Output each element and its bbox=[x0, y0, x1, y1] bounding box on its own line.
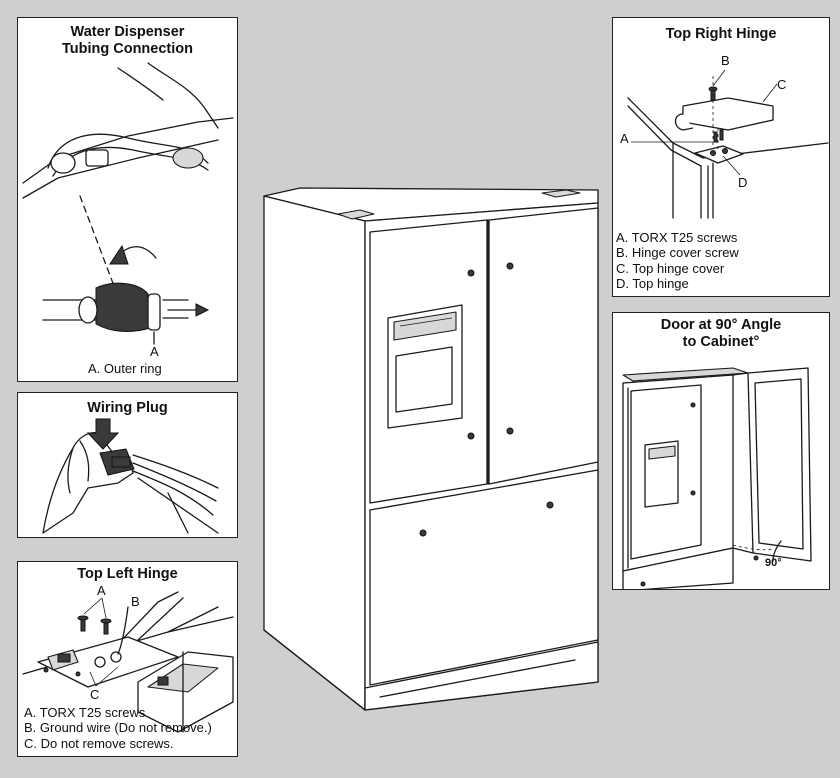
top-right-caption-a: A. TORX T25 screws bbox=[616, 230, 738, 245]
top-right-caption-b: B. Hinge cover screw bbox=[616, 245, 739, 260]
top-left-caption-b: B. Ground wire (Do not remove.) bbox=[24, 720, 212, 735]
top-left-caption-a: A. TORX T25 screws bbox=[24, 705, 146, 720]
arrow-right-icon bbox=[195, 303, 210, 317]
left-hinge-pad bbox=[337, 209, 375, 220]
dashed-guide bbox=[79, 195, 115, 287]
freezer-drawer bbox=[369, 469, 599, 686]
top-left-hinge-title: Top Left Hinge bbox=[77, 566, 178, 582]
door-90-title: Door at 90° Angle to Cabinet° bbox=[660, 317, 782, 350]
water-dispenser-title: Water Dispenser Tubing Connection bbox=[61, 24, 193, 57]
top-left-hinge-panel: Top Left Hinge A B C A. TORX T25 screws … bbox=[17, 561, 238, 757]
label-b: B bbox=[131, 594, 140, 609]
rotation-arrow-icon bbox=[109, 244, 129, 265]
label-a: A bbox=[620, 131, 629, 146]
top-hinge-cover bbox=[682, 97, 774, 131]
top-right-caption-d: D. Top hinge bbox=[616, 276, 689, 291]
door-90-panel: Door at 90° Angle to Cabinet° 90° bbox=[612, 312, 830, 590]
door-screw bbox=[506, 427, 514, 435]
push-arrow-icon bbox=[86, 418, 120, 450]
door-screw bbox=[467, 432, 475, 440]
tubing-connection-illustration bbox=[22, 62, 234, 345]
top-left-hinge-illustration bbox=[22, 591, 234, 733]
water-dispenser-panel: Water Dispenser Tubing Connection A A. O… bbox=[17, 17, 238, 382]
top-right-hinge-illustration bbox=[627, 69, 829, 219]
water-dispenser bbox=[387, 304, 463, 429]
label-a: A bbox=[97, 583, 106, 598]
outer-ring-label: A bbox=[150, 344, 159, 359]
torx-screw-left bbox=[77, 615, 89, 632]
top-right-hinge-title: Top Right Hinge bbox=[665, 26, 777, 42]
label-c: C bbox=[90, 687, 100, 702]
door-screw bbox=[467, 269, 475, 277]
outer-ring-caption: A. Outer ring bbox=[88, 361, 162, 376]
wiring-plug-illustration bbox=[42, 418, 219, 534]
top-right-caption-c: C. Top hinge cover bbox=[616, 261, 725, 276]
angle-label: 90° bbox=[765, 557, 782, 569]
right-door bbox=[488, 207, 599, 485]
label-c: C bbox=[777, 77, 787, 92]
door-screw bbox=[506, 262, 514, 270]
right-hinge-pad bbox=[541, 189, 581, 198]
top-left-caption-c: C. Do not remove screws. bbox=[24, 736, 174, 751]
label-d: D bbox=[738, 175, 748, 190]
kick-plate bbox=[364, 641, 599, 711]
wiring-plug-title: Wiring Plug bbox=[87, 400, 168, 416]
top-right-hinge-panel: Top Right Hinge B C A D A. TORX T25 scre… bbox=[612, 17, 830, 297]
wiring-plug-panel: Wiring Plug bbox=[17, 392, 238, 538]
torx-screw-right bbox=[100, 618, 112, 635]
label-b: B bbox=[721, 53, 730, 68]
door-90-illustration bbox=[622, 367, 812, 589]
